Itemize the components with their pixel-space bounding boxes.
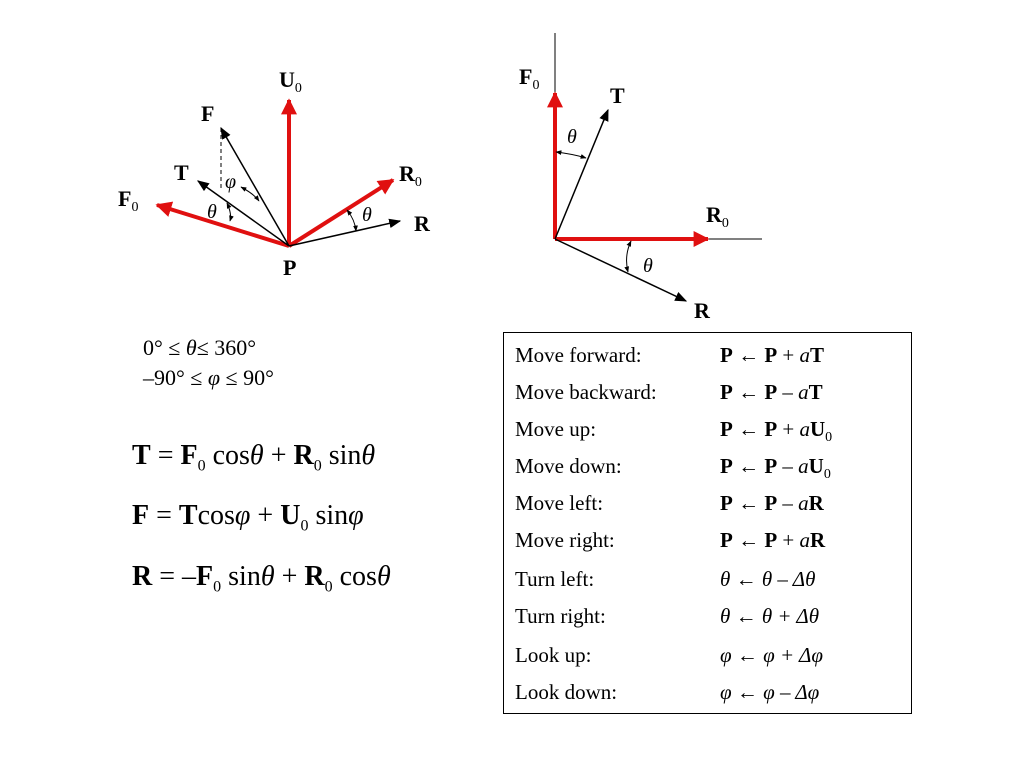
label-theta-top: θ (567, 126, 577, 148)
label-f0-right: F0 (519, 64, 539, 93)
control-action: Move up: (515, 417, 597, 441)
control-action: Turn right: (515, 604, 606, 628)
phi-angle-arc (240, 186, 260, 202)
label-t: T (174, 160, 189, 185)
label-theta-left: θ (207, 201, 217, 223)
label-p: P (283, 255, 296, 280)
control-formula: φ ← φ – Δφ (720, 680, 820, 704)
control-action: Look down: (515, 680, 618, 704)
theta-angle-arc-right (346, 209, 358, 232)
label-t-right: T (610, 83, 625, 108)
r-vector (288, 218, 402, 247)
equation-r: R = –F0 sinθ + R0 cosθ (132, 561, 391, 596)
r-vector-right (554, 238, 688, 302)
label-theta-bottom: θ (643, 255, 653, 277)
label-phi: φ (225, 171, 236, 193)
theta-angle-arc-top (555, 150, 587, 159)
control-formula: θ ← θ – Δθ (720, 567, 816, 591)
control-action: Turn left: (515, 567, 595, 591)
control-formula: P ← P – aR (720, 491, 824, 515)
right-vector-diagram: F0 T θ R0 θ R (519, 33, 762, 323)
control-formula: P ← P – aT (720, 380, 823, 404)
control-formula: P ← P + aT (720, 343, 825, 367)
label-f: F (201, 101, 214, 126)
t-vector-right (554, 108, 609, 240)
theta-range: 0° ≤ θ≤ 360° (143, 335, 257, 360)
angle-ranges: 0° ≤ θ≤ 360° –90° ≤ φ ≤ 90° (143, 333, 274, 393)
control-action: Move left: (515, 491, 604, 515)
control-action: Move forward: (515, 343, 642, 367)
control-formula: P ← P + aU0 (720, 417, 833, 446)
label-theta-right: θ (362, 204, 372, 226)
r0-vector (287, 178, 395, 248)
f0-vector (155, 201, 290, 248)
label-u0: U0 (279, 67, 302, 96)
label-r0: R0 (399, 161, 422, 190)
label-r-right: R (694, 298, 711, 323)
equation-t: T = F0 cosθ + R0 sinθ (132, 440, 376, 475)
label-r: R (414, 211, 431, 236)
label-f0: F0 (118, 186, 138, 215)
phi-range: –90° ≤ φ ≤ 90° (143, 365, 274, 390)
theta-angle-arc-bottom (624, 240, 632, 273)
control-action: Look up: (515, 643, 592, 667)
control-action: Move right: (515, 528, 615, 552)
theta-angle-arc-left (226, 202, 234, 222)
control-formula: θ ← θ + Δθ (720, 604, 820, 628)
control-formula: P ← P – aU0 (720, 454, 831, 483)
t-vector (197, 180, 290, 247)
controls-table: Move forward: P ← P + aT Move backward: … (503, 332, 912, 714)
equation-f: F = Tcosφ + U0 sinφ (132, 500, 364, 535)
control-action: Move backward: (515, 380, 657, 404)
control-formula: φ ← φ + Δφ (720, 643, 823, 667)
control-formula: P ← P + aR (720, 528, 826, 552)
label-r0-right: R0 (706, 202, 729, 231)
left-vector-diagram: U0 F T φ F0 θ R0 θ R P (118, 67, 431, 280)
control-action: Move down: (515, 454, 622, 478)
